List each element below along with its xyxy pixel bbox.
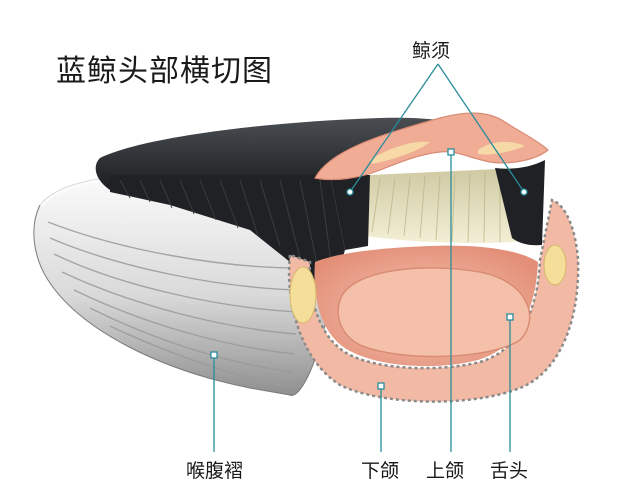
- label-upper-jaw: 上颌: [426, 460, 465, 482]
- upper-jaw-section: [314, 112, 549, 181]
- baleen-bristles: [365, 168, 535, 244]
- label-lower-jaw: 下颌: [361, 460, 400, 482]
- leader-markers: [210, 148, 528, 390]
- baleen-plates-right: [330, 160, 545, 250]
- label-tongue: 舌头: [490, 460, 529, 482]
- diagram-title: 蓝鲸头部横切图: [56, 54, 273, 89]
- leader-lines: [213, 63, 525, 452]
- upper-head-dark: [95, 117, 471, 190]
- mouth-cross-section: [287, 198, 580, 403]
- label-throat-grooves: 喉腹褶: [186, 460, 244, 482]
- label-baleen: 鲸须: [412, 40, 451, 62]
